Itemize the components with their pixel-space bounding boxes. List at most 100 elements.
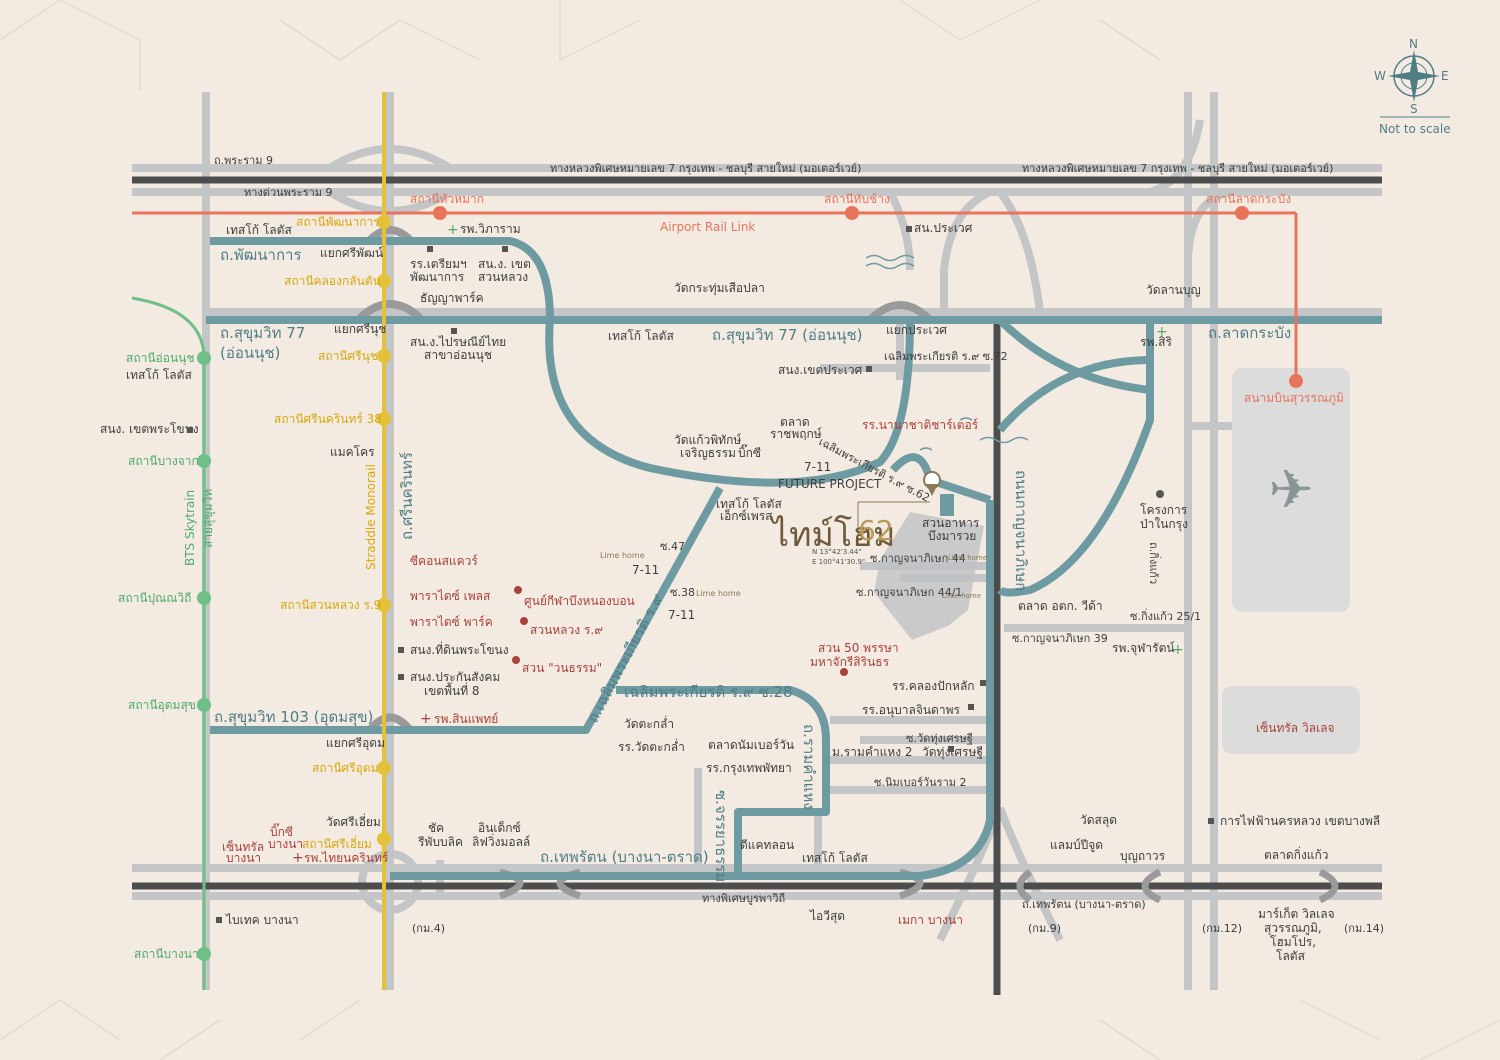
station-bangna: สถานีบางนา [134, 947, 199, 961]
road-kanchanaphisek: ถนนกาญจนาภิเษก [1012, 470, 1030, 591]
place-watdakla: วัดตะกล่ำ [624, 715, 674, 731]
svg-text:+: + [447, 222, 459, 238]
station-suanluang9: สถานีสวนหลวง ร.9 [280, 598, 381, 612]
place-watsriiam: วัดศรีเอี่ยม [326, 813, 381, 829]
road-watthung-soi: ซ.วัดทุ่งเศรษฐี [906, 732, 973, 745]
road-srinakarin: ถ.ศรีนครินทร์ [398, 452, 416, 540]
station-latkrabang: สถานีลาดกระบัง [1206, 192, 1291, 206]
place-triamudom: รร.เตรียมฯ [410, 257, 467, 271]
compass-n: N [1409, 37, 1418, 51]
place-samitivej: รพ.สินแพทย์ [434, 712, 498, 726]
place-central-bangna: เซ็นทรัล [222, 839, 264, 854]
place-thainakarin: รพ.ไทยนครินทร์ [304, 851, 389, 865]
road-soi38: ซ.38 [670, 586, 695, 599]
place-sriudom-junction: แยกศรีอุดม [326, 736, 385, 751]
project-coord-e: E 100°41'30.9" [812, 558, 865, 566]
place-sn-phrakhanong: สนง. เขตพระโขนง [100, 422, 199, 436]
place-krungthep-pattaya: รร.กรุงเทพพัทยา [706, 761, 792, 776]
project-number: 62 [858, 514, 894, 547]
road-expressway-rama9: ทางด่วนพระราม 9 [244, 186, 333, 199]
road-latkrabang: ถ.ลาดกระบัง [1208, 324, 1291, 342]
station-suvarnabhumi: สนามบินสุวรรณภูมิ [1244, 391, 1344, 406]
place-watdakla-school: รร.วัดตะกล่ำ [618, 738, 685, 754]
airport-area: ✈ [1222, 368, 1360, 754]
lime-home-3: Lime home [948, 554, 987, 562]
place-market-village4: โลตัส [1276, 949, 1306, 963]
road-pattanakarn: ถ.พัฒนาการ [220, 246, 302, 264]
road-ramkhamhaeng: ถ.รามคำแหง [800, 724, 818, 810]
road-sukhumvit77-w: ถ.สุขุมวิท 77 [220, 324, 305, 343]
station-bangchak: สถานีบางจาก [128, 454, 199, 468]
road-km14: (กม.14) [1344, 922, 1384, 935]
place-watkaew2: เจริญธรรม [680, 446, 736, 460]
place-paradise-place: พาราไดซ์ เพลส [410, 589, 491, 603]
interchange-km4 [358, 850, 422, 914]
svg-text:+: + [1172, 642, 1184, 658]
compass: N S E W Not to scale [1374, 37, 1451, 136]
project-area [874, 494, 984, 640]
road-thepharak: ถ.เทพรัตน (บางนา-ตราด) [540, 848, 709, 866]
place-khlongpak: รร.คลองปักหลัก [892, 679, 975, 693]
place-sn-khet-prawet: สนง.เขตประเวศ [778, 363, 863, 377]
station-sriudom: สถานีศรีอุดม [312, 761, 379, 776]
place-khrongkan: โครงการ [1140, 503, 1188, 517]
place-suan-ahan2: บึงมารวย [928, 529, 976, 543]
place-social-security: สนง.ประกันสังคม [410, 670, 500, 684]
place-tesco-onnut: เทสโก้ โลตัส [608, 329, 674, 343]
place-bunkhawan: บุญถาวร [1120, 849, 1166, 864]
station-labels: สถานีหัวหมาก สถานีทับช้าง สถานีลาดกระบัง… [118, 192, 1344, 961]
place-thanya: ธัญญาพาร์ค [420, 291, 484, 305]
place-market-village: มาร์เก็ต วิลเลจ [1258, 906, 1335, 921]
svg-text:+: + [1156, 324, 1168, 340]
place-post2: สาขาอ่อนนุช [424, 348, 492, 363]
lime-home-4: Lime home [942, 592, 981, 600]
station-thapchang: สถานีทับช้าง [824, 192, 890, 206]
place-watkrathum: วัดกระทุ่มเสือปลา [674, 281, 765, 296]
place-market-village2: สุวรรณภูมิ, [1264, 921, 1322, 936]
red-hospital-icons: + + [292, 711, 432, 866]
place-makro: แมคโคร [330, 445, 375, 459]
place-mega2: แลมบ์ปีจูด [1050, 838, 1103, 853]
road-motorway-w: ทางหลวงพิเศษหมายเลข 7 กรุงเทพ - ชลบุรี ส… [550, 162, 861, 175]
line-bts-sub: สายสุขุมวิท [201, 489, 216, 548]
place-social-security2: เขตพื้นที่ 8 [424, 682, 480, 698]
place-biotech: ไบเทค บางนา [225, 913, 299, 927]
road-khlong: ซ.จรรยาธรรม [712, 790, 730, 882]
place-suanluang-office: สน.ง. เขต [478, 257, 531, 271]
place-talad-otk: ตลาด อตก. วีด้า [1018, 599, 1103, 613]
compass-s: S [1410, 102, 1418, 116]
compass-e: E [1441, 69, 1449, 83]
place-ram2: ม.รามคำแหง 2 [832, 745, 913, 759]
place-suan-wanatham: สวน "วนธรรม" [522, 661, 602, 675]
station-sriam: สถานีศรีเอี่ยม [302, 835, 372, 851]
project-brand: ไทม์โฮม 62 N 13°42'3.44" E 100°41'30.9" [769, 514, 895, 566]
project-name: ไทม์โฮม [769, 515, 895, 555]
place-sriphatthana: แยกศรีพัฒน์ [320, 246, 383, 260]
road-sukhumvit77-w2: (อ่อนนุช) [220, 344, 280, 363]
station-srinakarin38: สถานีศรีนครินทร์ 38 [274, 412, 382, 426]
station-punnawithi: สถานีปุณณวิถี [118, 591, 191, 606]
place-republic2: รีพับบลิค [417, 835, 463, 849]
place-suan-ahan: สวนอาหาร [922, 516, 980, 530]
road-km9: (กม.9) [1028, 922, 1061, 935]
main-roads [206, 237, 1382, 880]
road-chaloem-72: เฉลิมพระเกียรติ ร.๙ ซ.72 [884, 350, 1008, 363]
place-mega: เมกา บางนา [898, 913, 963, 927]
road-motorway-e: ทางหลวงพิเศษหมายเลข 7 กรุงเทพ - ชลบุรี ส… [1022, 162, 1333, 175]
svg-text:+: + [292, 850, 304, 866]
road-sukhumvit103: ถ.สุขุมวิท 103 (อุดมสุข) [214, 708, 373, 727]
place-central-village: เซ็นทรัล วิลเลจ [1256, 720, 1335, 735]
place-suan50: สวน 50 พรรษา [818, 641, 899, 655]
place-republic: ชัค [428, 821, 444, 835]
scale-note: Not to scale [1379, 122, 1451, 136]
place-jullarat: รพ.จุฬารัตน์ [1112, 641, 1175, 656]
place-triamudom2: พัฒนาการ [410, 270, 465, 284]
compass-w: W [1374, 69, 1386, 83]
road-rama9: ถ.พระราม 9 [214, 154, 273, 167]
road-kan44-1: ซ.กาญจนาภิเษก 44/1 [856, 586, 962, 599]
place-sn-prawet: สน.ประเวศ [914, 221, 973, 235]
svg-text:+: + [420, 711, 432, 727]
monorail-line [377, 92, 391, 990]
place-post: สน.ง.ไปรษณีย์ไทย [410, 335, 506, 349]
hospital-icons: + + + [447, 222, 1184, 658]
